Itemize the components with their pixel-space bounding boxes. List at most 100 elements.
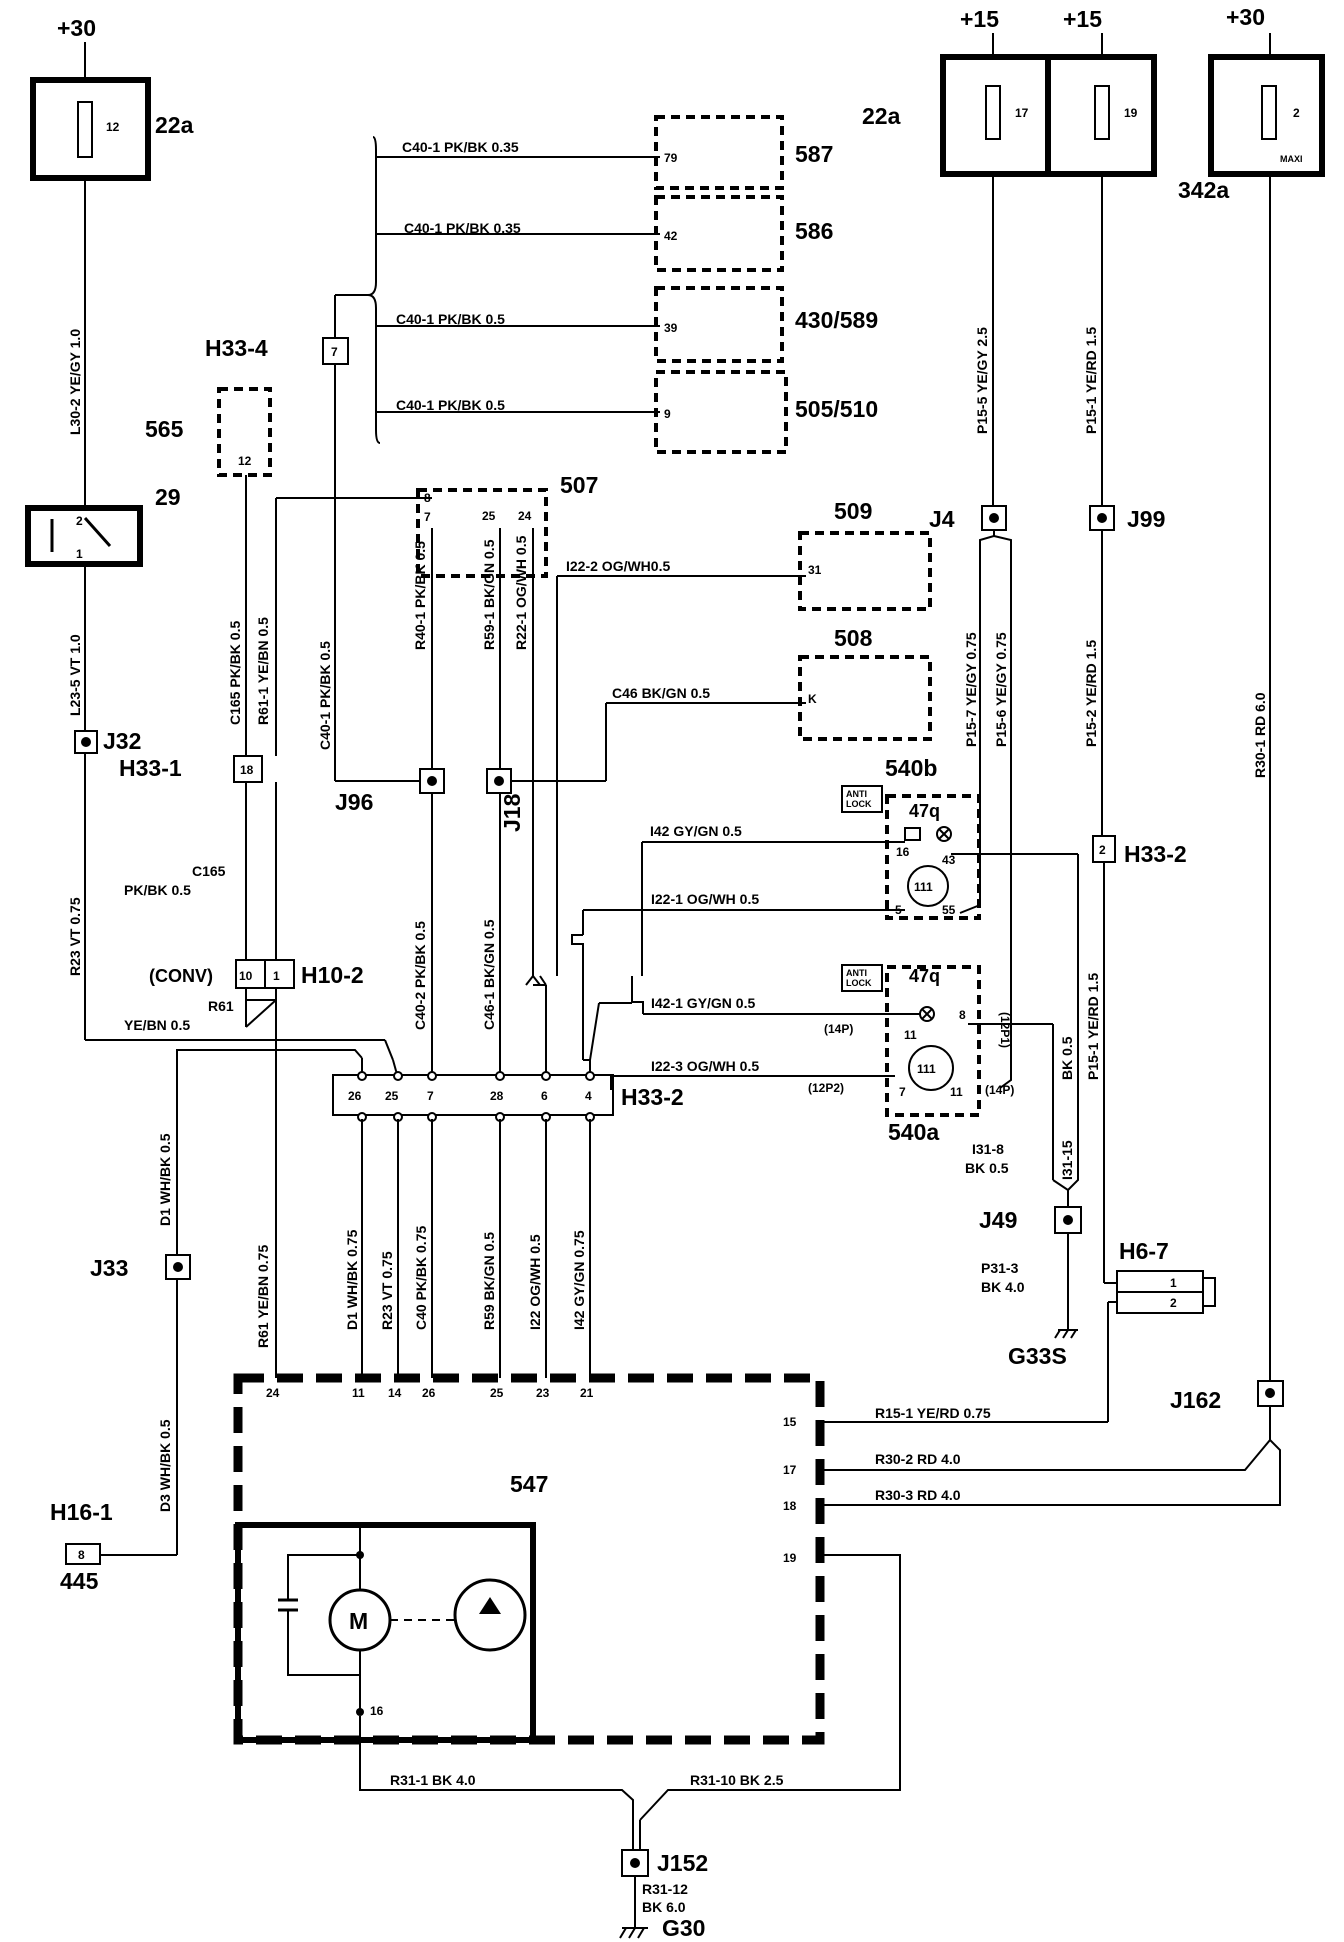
component-547-label: 547 (510, 1471, 548, 1497)
pin-587: 79 (664, 151, 678, 165)
wire-label: C165 (192, 863, 226, 879)
anti-lock-label: ANTI (846, 789, 867, 799)
component-507-label: 507 (560, 472, 598, 498)
motor-label: M (349, 1608, 368, 1634)
h33-2-pin: 25 (385, 1089, 399, 1103)
junction-j96-label: J96 (335, 789, 373, 815)
component-508-label: 508 (834, 625, 873, 651)
wire-label: I31-15 (1059, 1140, 1075, 1180)
pin-507-24: 24 (518, 509, 532, 523)
supply-label-right: +30 (1226, 4, 1265, 30)
connector-14p-label-b: (14P) (985, 1083, 1014, 1097)
m547-pin: 19 (783, 1551, 797, 1565)
pump-arrow-icon (479, 1597, 501, 1614)
pin-h33-4: 7 (331, 345, 338, 359)
component-540a-label: 540a (888, 1119, 939, 1145)
maxi-fuse-number: 2 (1293, 106, 1300, 120)
pin-540a-7: 7 (899, 1085, 906, 1099)
component-565 (217, 387, 272, 477)
h33-2-pin: 4 (585, 1089, 592, 1103)
wire-label: R61-1 YE/BN 0.5 (255, 617, 271, 725)
component-586 (654, 195, 784, 272)
junction-j32-label: J32 (103, 728, 141, 754)
junction-j49-label: J49 (979, 1207, 1017, 1233)
h33-2-pin: 6 (541, 1089, 548, 1103)
wire-label: C46-1 BK/GN 0.5 (481, 919, 497, 1030)
pin-586: 42 (664, 229, 678, 243)
wire-label: R15-1 YE/RD 0.75 (875, 1405, 991, 1421)
connector-12p1-label: (12P1) (998, 1012, 1012, 1048)
component-505-label: 505/510 (795, 396, 878, 422)
relay-47q-label: 47q (909, 801, 940, 821)
fuse-icon (1094, 85, 1110, 140)
wire-label: I31-8 (972, 1141, 1004, 1157)
pin-565: 12 (238, 454, 252, 468)
connector-12p2-label: (12P2) (808, 1081, 844, 1095)
m547-pin: 15 (783, 1415, 797, 1429)
wire-label: BK 0.5 (1059, 1036, 1075, 1080)
wire-label: R59 BK/GN 0.5 (481, 1232, 497, 1330)
wire-label: C40-2 PK/BK 0.5 (412, 921, 428, 1030)
pin-h10-1: 1 (273, 969, 280, 983)
pin-430: 39 (664, 321, 678, 335)
fuse-number-left: 12 (106, 120, 120, 134)
wire-label: BK 6.0 (642, 1899, 686, 1915)
connector-14p-label: (14P) (824, 1022, 853, 1036)
pin-507-25: 25 (482, 509, 496, 523)
wire-label: P15-5 YE/GY 2.5 (974, 327, 990, 434)
connector-h33-2-right-label: H33-2 (1124, 841, 1187, 867)
m547-pin: 21 (580, 1386, 594, 1400)
wire-label: R61 YE/BN 0.75 (255, 1245, 271, 1348)
junction-j4-label: J4 (929, 506, 955, 532)
pin-h16: 8 (78, 1548, 85, 1562)
wire-label: R31-12 (642, 1881, 688, 1897)
junction-j33-label: J33 (90, 1255, 128, 1281)
wire-label: P15-1 YE/RD 1.5 (1085, 973, 1101, 1080)
fuse-box-right-a (940, 54, 1051, 177)
wire-label: I22 OG/WH 0.5 (527, 1234, 543, 1330)
wire-label: R22-1 OG/WH 0.5 (513, 535, 529, 650)
wire-label: BK 4.0 (981, 1279, 1025, 1295)
supply-label-15b: +15 (1063, 6, 1102, 32)
wire-label: L30-2 YE/GY 1.0 (67, 329, 83, 435)
m547-pin: 24 (266, 1386, 280, 1400)
component-507 (416, 488, 548, 578)
m547-pin: 17 (783, 1463, 797, 1477)
wire-label: C40-1 PK/BK 0.5 (396, 311, 505, 327)
component-587-label: 587 (795, 141, 833, 167)
component-505-510 (654, 370, 788, 454)
pin-h33-2-right: 2 (1099, 843, 1106, 857)
component-547 (233, 1373, 825, 1745)
wire-label: D1 WH/BK 0.5 (157, 1133, 173, 1226)
wire-label: C40-1 PK/BK 0.35 (402, 139, 519, 155)
component-565-label: 565 (145, 416, 184, 442)
wire-label: R61 (208, 998, 234, 1014)
connector-h33-1-label: H33-1 (119, 755, 182, 781)
m547-pin: 23 (536, 1386, 550, 1400)
motor-pin-16: 16 (370, 1704, 384, 1718)
pin-h33-1: 18 (240, 763, 254, 777)
fuse-box-right-label: 22a (862, 103, 901, 129)
maxi-fuse-sub: MAXI (1280, 154, 1303, 164)
fuse-icon (1261, 85, 1277, 140)
wire-label: C40-1 PK/BK 0.5 (317, 641, 333, 750)
h33-2-pin: 7 (427, 1089, 434, 1103)
m547-pin: 14 (388, 1386, 402, 1400)
pin-540a-11b: 11 (950, 1085, 963, 1099)
wire-label: R30-2 RD 4.0 (875, 1451, 961, 1467)
fuse-number-17: 17 (1015, 106, 1029, 120)
connector-h33-4-label: H33-4 (205, 335, 268, 361)
wire-label: P15-1 YE/RD 1.5 (1083, 327, 1099, 434)
wire-label: YE/BN 0.5 (124, 1017, 190, 1033)
h33-2-pin: 28 (490, 1089, 504, 1103)
junction-j99-label: J99 (1127, 506, 1165, 532)
wire-label: R23 VT 0.75 (379, 1251, 395, 1330)
anti-lock-badge (841, 785, 883, 813)
wire-label: I22-1 OG/WH 0.5 (651, 891, 759, 907)
pin-540b-55: 55 (942, 903, 956, 917)
junction-j162-label: J162 (1170, 1387, 1221, 1413)
m547-pin: 25 (490, 1386, 504, 1400)
wire-label: C46 BK/GN 0.5 (612, 685, 710, 701)
wire-label: P15-6 YE/GY 0.75 (993, 632, 1009, 747)
